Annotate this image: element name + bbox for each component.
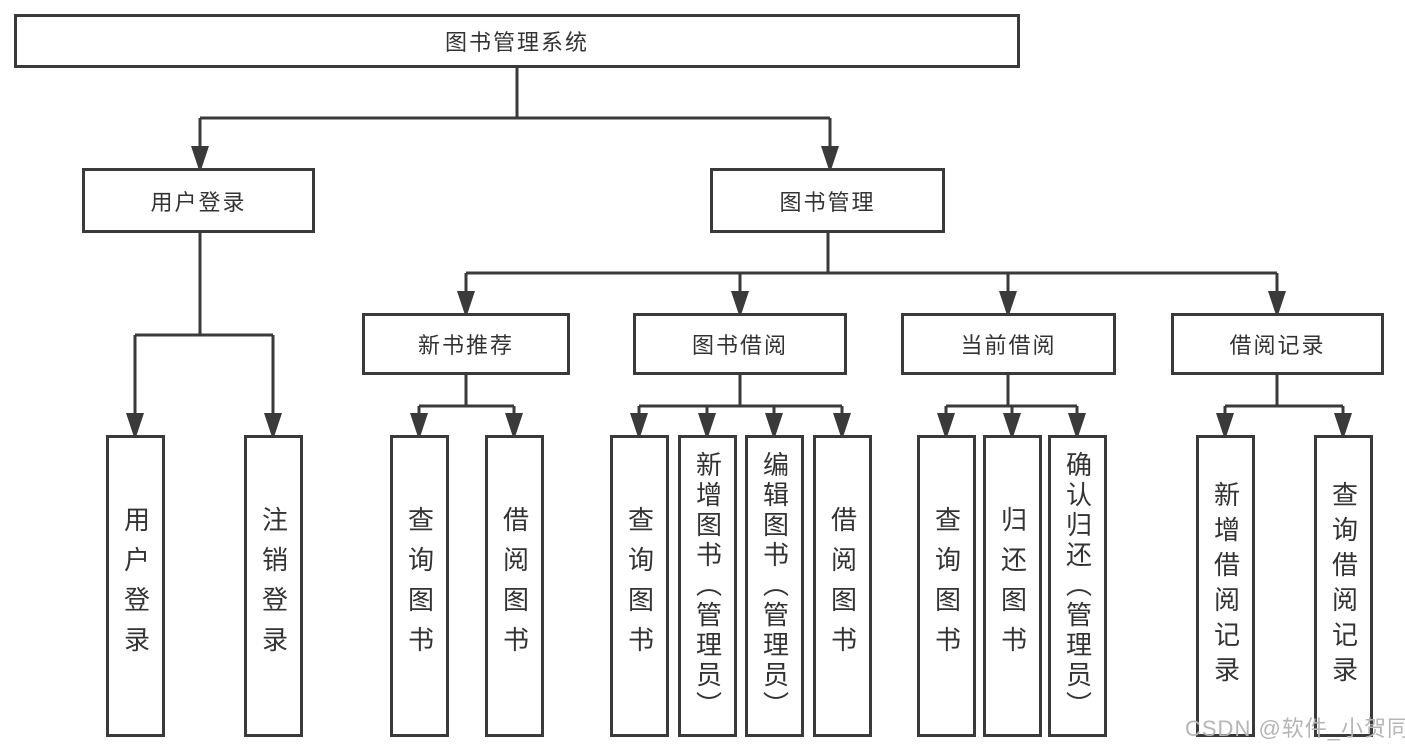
node-label: 当前借阅 — [960, 333, 1057, 358]
node-label: 新书推荐 — [417, 333, 514, 358]
node-query-books-borrowing: 查询图书 — [610, 435, 669, 737]
node-label: 用户登录 — [150, 189, 247, 215]
arrow-down-icon — [731, 291, 749, 318]
arrow-down-icon — [1068, 413, 1086, 440]
node-label: 用户登录 — [120, 506, 151, 666]
node-logout: 注销登录 — [244, 435, 303, 737]
node-query-books-recommend: 查询图书 — [390, 435, 449, 737]
node-label: 新增图书（管理员） — [692, 451, 723, 721]
node-label: 归还图书 — [997, 506, 1028, 666]
node-label: 编辑图书（管理员） — [759, 451, 790, 721]
arrow-down-icon — [191, 146, 209, 173]
arrow-down-icon — [126, 413, 144, 440]
node-current-borrowing: 当前借阅 — [901, 313, 1116, 375]
node-label: 图书管理 — [779, 189, 876, 215]
node-user-login-leaf: 用户登录 — [106, 435, 165, 737]
node-query-books-current: 查询图书 — [917, 435, 976, 737]
node-label: 确认归还（管理员） — [1062, 451, 1093, 721]
arrow-down-icon — [410, 413, 428, 440]
node-label: 查询图书 — [624, 506, 655, 666]
node-user-login: 用户登录 — [82, 168, 315, 233]
node-label: 新增借阅记录 — [1210, 481, 1241, 691]
arrow-down-icon — [765, 413, 783, 440]
arrow-down-icon — [1334, 413, 1352, 440]
arrow-down-icon — [1216, 413, 1234, 440]
node-borrow-records: 借阅记录 — [1171, 313, 1384, 375]
arrow-down-icon — [698, 413, 716, 440]
node-borrow-books-borrowing: 借阅图书 — [813, 435, 872, 737]
node-book-management: 图书管理 — [710, 168, 945, 233]
node-label: 借阅记录 — [1229, 333, 1326, 358]
arrow-down-icon — [1003, 413, 1021, 440]
node-library-system: 图书管理系统 — [14, 14, 1020, 68]
node-add-book-admin: 新增图书（管理员） — [678, 435, 737, 737]
node-label: 图书借阅 — [691, 333, 788, 358]
node-query-borrow-record: 查询借阅记录 — [1314, 435, 1373, 737]
arrow-down-icon — [833, 413, 851, 440]
arrow-down-icon — [505, 413, 523, 440]
arrow-down-icon — [1268, 291, 1286, 318]
node-label: 图书管理系统 — [444, 30, 589, 55]
node-new-book-recommend: 新书推荐 — [362, 313, 570, 375]
arrow-down-icon — [264, 413, 282, 440]
arrow-down-icon — [457, 291, 475, 318]
node-borrow-books-recommend: 借阅图书 — [485, 435, 544, 737]
arrow-down-icon — [999, 291, 1017, 318]
arrow-down-icon — [937, 413, 955, 440]
watermark: CSDN @软件_小贺同学 — [1185, 716, 1405, 741]
node-label: 借阅图书 — [827, 506, 858, 666]
node-return-books: 归还图书 — [983, 435, 1042, 737]
arrow-down-icon — [630, 413, 648, 440]
connector-path — [133, 68, 1345, 416]
node-label: 借阅图书 — [499, 506, 530, 666]
node-label: 查询借阅记录 — [1328, 481, 1359, 691]
node-label: 查询图书 — [931, 506, 962, 666]
node-book-borrowing: 图书借阅 — [633, 313, 847, 375]
arrow-down-icon — [821, 146, 839, 173]
node-label: 注销登录 — [258, 506, 289, 666]
node-add-borrow-record: 新增借阅记录 — [1196, 435, 1255, 737]
node-confirm-return-admin: 确认归还（管理员） — [1048, 435, 1107, 737]
node-label: 查询图书 — [404, 506, 435, 666]
node-edit-book-admin: 编辑图书（管理员） — [745, 435, 804, 737]
